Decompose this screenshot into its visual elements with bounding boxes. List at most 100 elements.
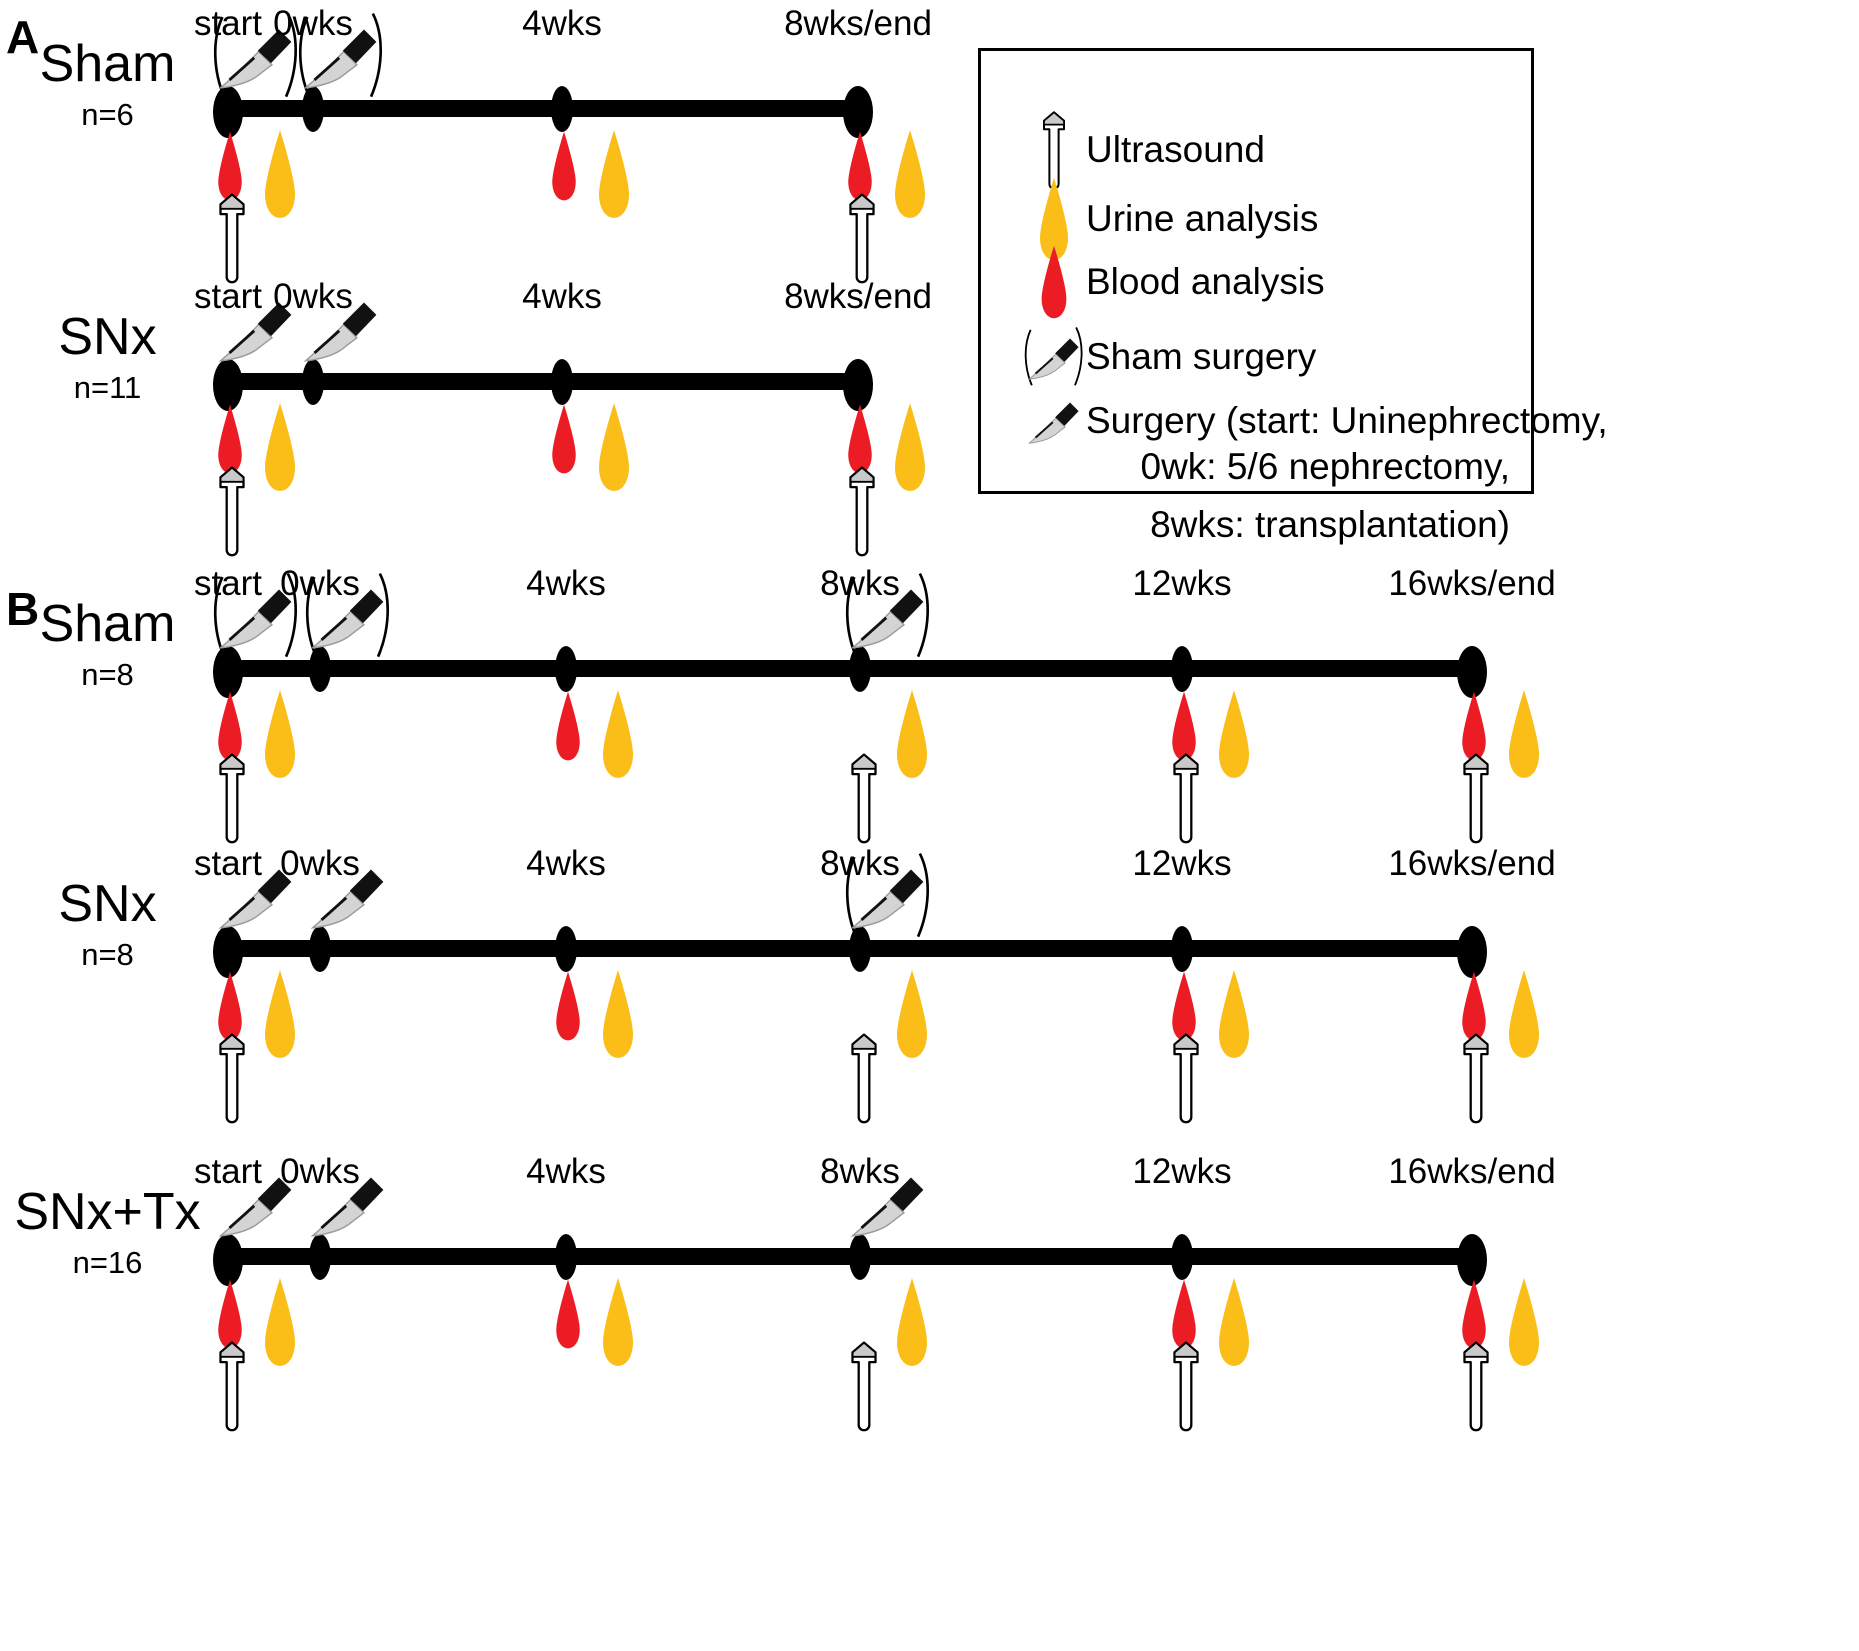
surgery-icon [210, 283, 302, 380]
sham-surgery-icon [302, 570, 394, 667]
blood-drop-icon [1172, 1279, 1196, 1349]
ultrasound-icon [851, 753, 877, 844]
sham-surgery-icon [305, 572, 389, 658]
urine-drop-icon [890, 968, 934, 1065]
timepoint-node [1171, 926, 1193, 972]
ultrasound-icon [219, 1341, 245, 1432]
urine-drop-icon [897, 970, 927, 1058]
timepoint-label: 12wks [1132, 844, 1232, 883]
timepoint-label: 16wks/end [1388, 1152, 1556, 1191]
urine-drop-icon [1502, 1276, 1546, 1373]
ultrasound-icon [846, 752, 882, 849]
blood-drop-icon [218, 131, 242, 201]
blood-drop-icon [218, 404, 242, 474]
group-n: n=11 [73, 370, 142, 405]
urine-drop-icon [592, 401, 636, 498]
urine-drop-icon [1219, 1278, 1249, 1366]
timepoint-node [213, 86, 243, 138]
timepoint-label: 8wks [820, 564, 900, 603]
surgery-icon [302, 850, 394, 947]
timepoint-label: 4wks [526, 1152, 606, 1191]
urine-drop-icon [1509, 1278, 1539, 1366]
blood-drop-icon [1172, 691, 1196, 761]
timepoint-node [551, 86, 573, 132]
sham-surgery-icon [842, 850, 934, 947]
ultrasound-icon [214, 1340, 250, 1437]
timepoint-node [213, 926, 243, 978]
ultrasound-icon [851, 1033, 877, 1124]
panel-letter-a: A [6, 11, 40, 63]
urine-drop-icon [265, 130, 295, 218]
timepoint-node [849, 1234, 871, 1280]
ultrasound-icon [844, 192, 880, 289]
blood-drop-icon [547, 130, 581, 207]
ultrasound-icon [219, 466, 245, 557]
timepoint-node [1171, 1234, 1193, 1280]
urine-drop-icon [258, 128, 302, 225]
urine-drop-icon [1509, 690, 1539, 778]
ultrasound-icon [844, 465, 880, 562]
surgery-icon [1022, 378, 1086, 464]
urine-drop-icon [596, 968, 640, 1065]
urine-drop-icon [603, 970, 633, 1058]
timepoint-label: 4wks [526, 844, 606, 883]
surgery-icon [218, 302, 292, 362]
ultrasound-icon [219, 193, 245, 284]
legend-item-surgery: Surgery (start: Uninephrectomy, [1022, 378, 1608, 464]
timepoint-label: 0wks [280, 844, 360, 883]
timepoint-node [213, 646, 243, 698]
blood-drop-icon [556, 691, 580, 761]
blood-drop-icon [218, 691, 242, 761]
timepoint-label: 0wks [273, 4, 353, 43]
urine-drop-icon [1212, 968, 1256, 1065]
ultrasound-icon [214, 1032, 250, 1129]
blood-drop-icon [843, 130, 877, 207]
blood-drop-icon [1462, 691, 1486, 761]
timepoint-node [1171, 646, 1193, 692]
timepoint-label: 8wks [820, 1152, 900, 1191]
urine-drop-icon [895, 130, 925, 218]
blood-drop-icon [1457, 1278, 1491, 1355]
timepoint-node [843, 86, 873, 138]
ultrasound-icon [1168, 1340, 1204, 1437]
ultrasound-icon [219, 1033, 245, 1124]
sham-surgery-icon [298, 12, 382, 98]
urine-drop-icon [1022, 176, 1086, 262]
urine-drop-icon [603, 1278, 633, 1366]
urine-drop-icon [1219, 690, 1249, 778]
group-name: SNx [58, 875, 157, 933]
timepoint-node [309, 926, 331, 972]
surgery-icon [303, 302, 377, 362]
urine-drop-icon [596, 688, 640, 785]
blood-drop-icon [848, 131, 872, 201]
blood-drop-icon [1462, 1279, 1486, 1349]
urine-drop-icon [888, 401, 932, 498]
timepoint-node [309, 1234, 331, 1280]
timepoint-label: 4wks [522, 4, 602, 43]
legend-item-ultrasound: Ultrasound [1022, 110, 1265, 190]
ultrasound-icon [214, 192, 250, 289]
surgery-icon [210, 1158, 302, 1255]
ultrasound-icon [1168, 1032, 1204, 1129]
group-n: n=8 [81, 937, 134, 972]
blood-drop-icon [213, 690, 247, 767]
blood-drop-icon [552, 404, 576, 474]
group-name: SNx [58, 308, 157, 366]
timepoint-node [1457, 1234, 1487, 1286]
legend-item-label: Urine analysis [1086, 197, 1319, 239]
timepoint-label: 4wks [526, 564, 606, 603]
timepoint-label: 16wks/end [1388, 844, 1556, 883]
sham-surgery-icon [213, 12, 297, 98]
group-n: n=6 [81, 97, 134, 132]
blood-drop-icon [843, 403, 877, 480]
blood-drop-icon [1167, 970, 1201, 1047]
timepoint-label: 12wks [1132, 564, 1232, 603]
urine-drop-icon [265, 403, 295, 491]
surgery-icon [850, 1177, 924, 1237]
surgery-icon [310, 869, 384, 929]
urine-drop-icon [603, 690, 633, 778]
urine-drop-icon [265, 970, 295, 1058]
legend-item-label: Ultrasound [1086, 128, 1265, 170]
ultrasound-icon [1022, 110, 1086, 190]
timepoint-label: 16wks/end [1388, 564, 1556, 603]
